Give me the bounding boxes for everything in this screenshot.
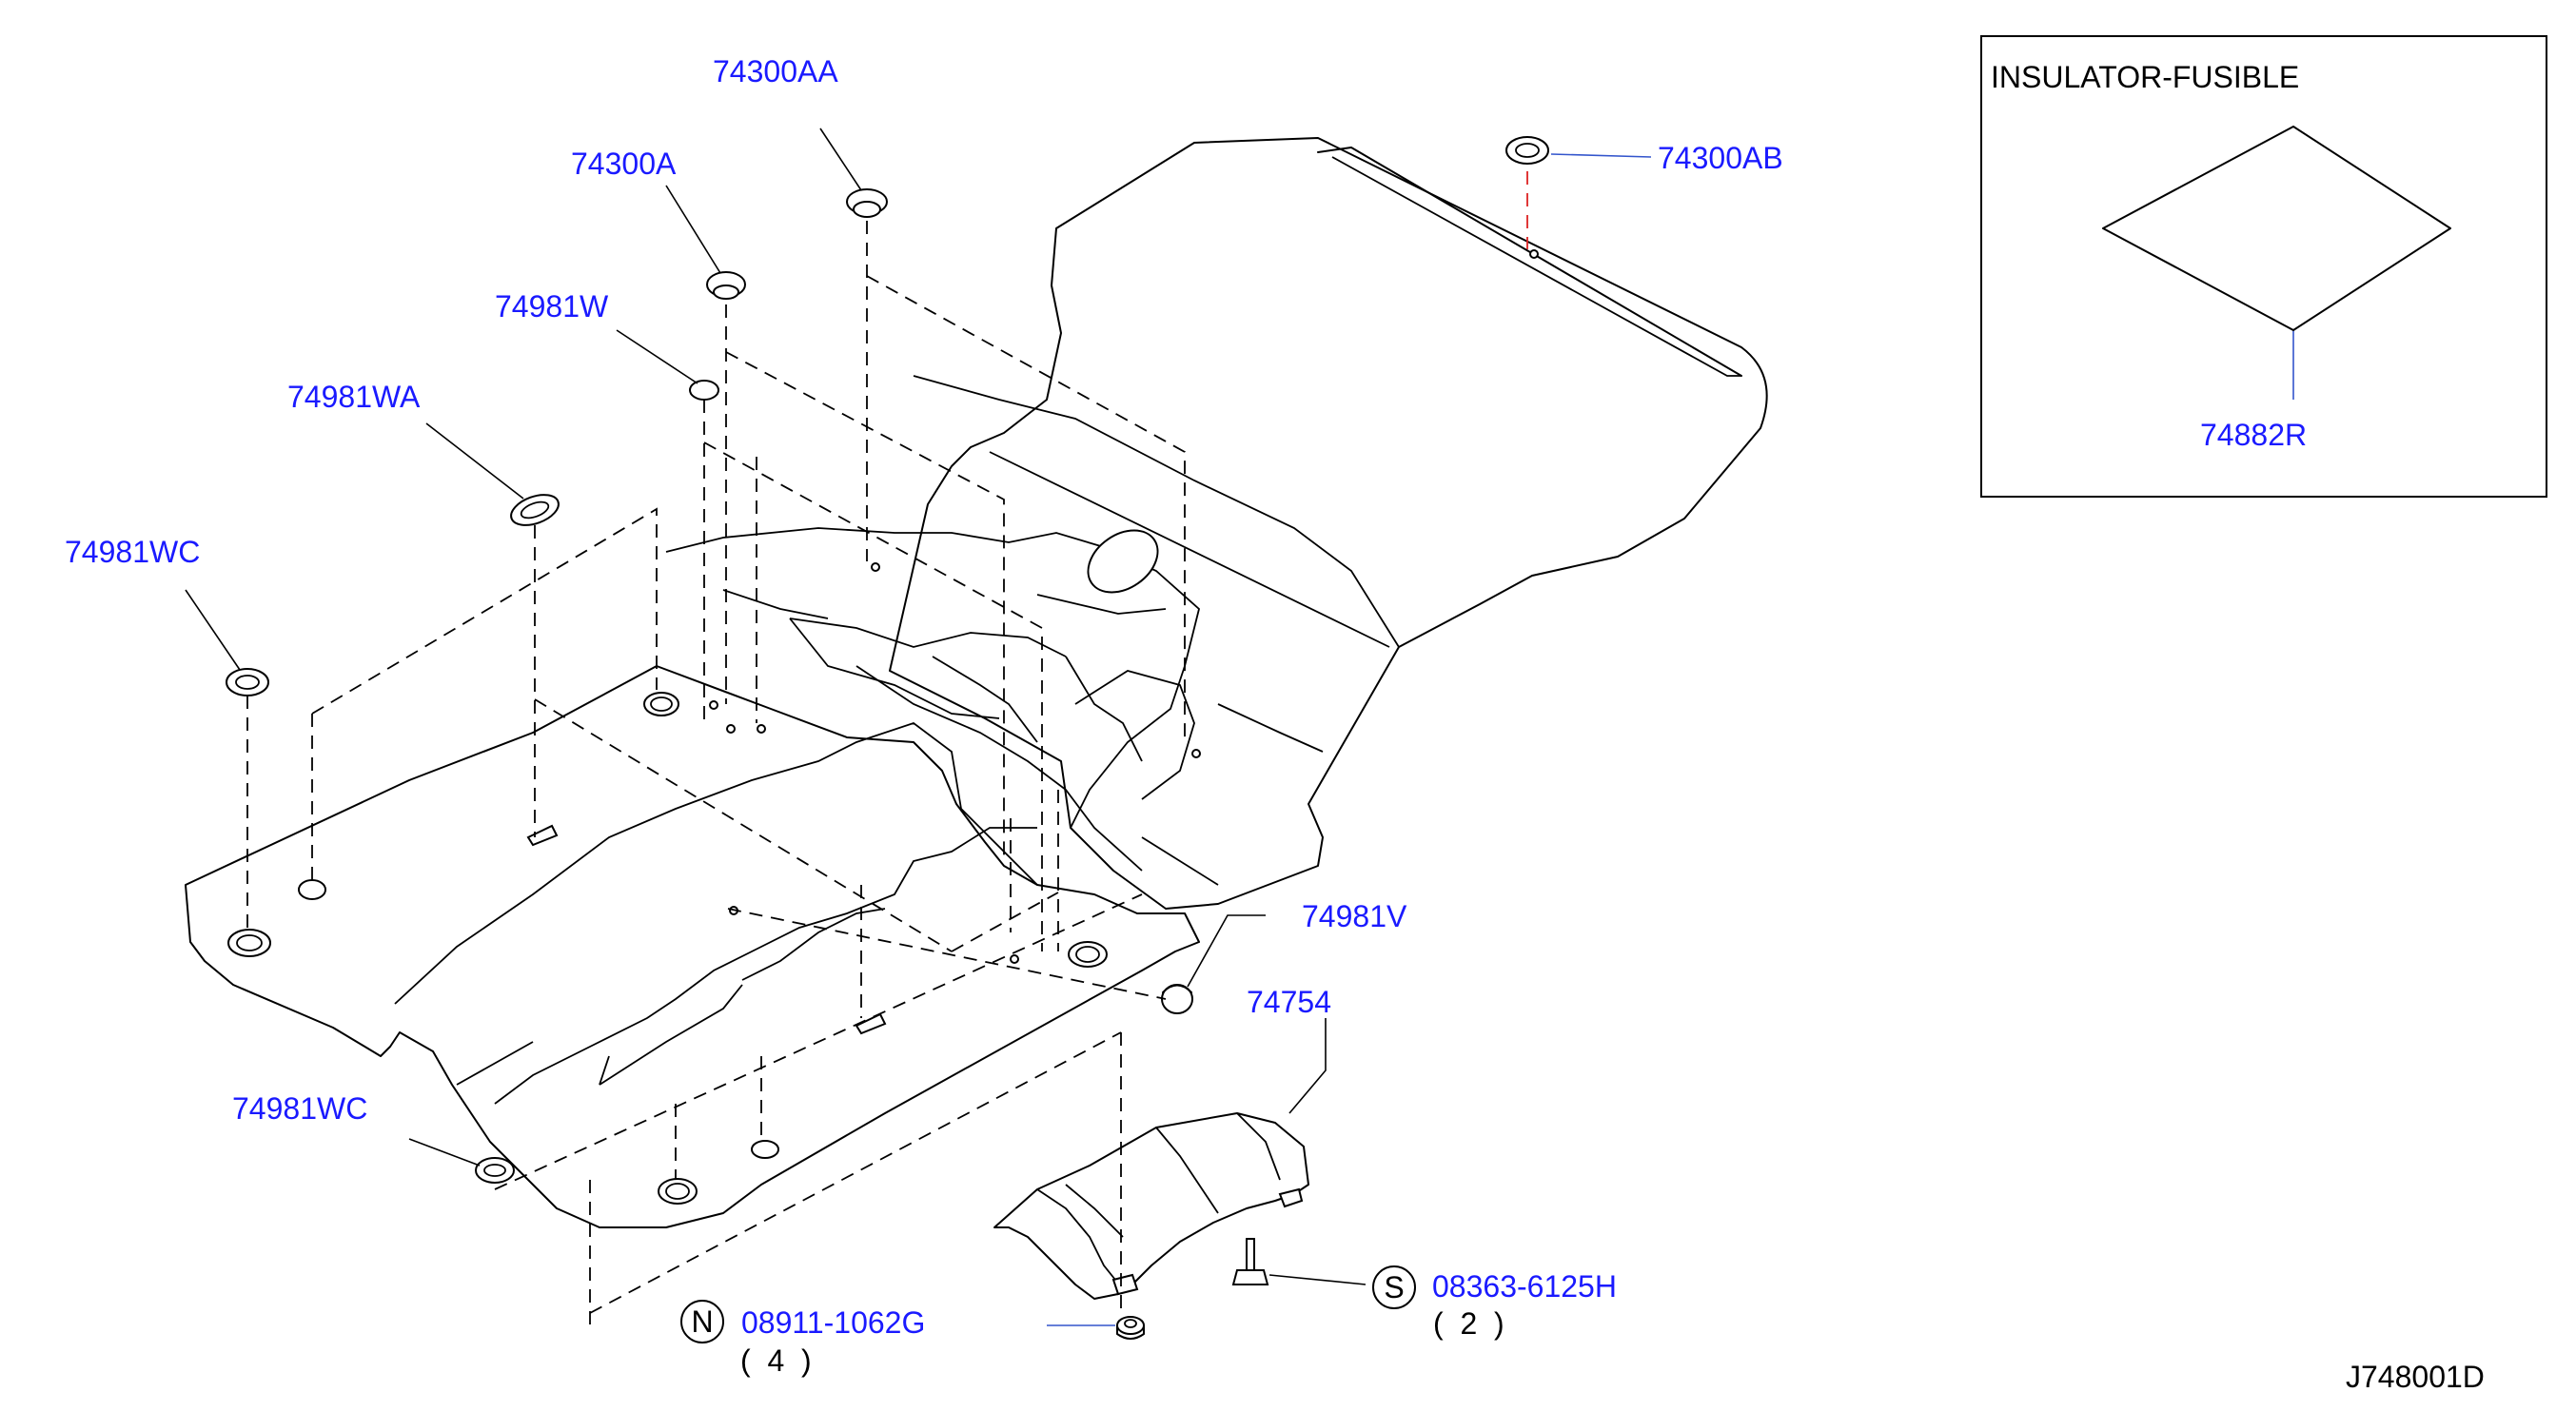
grommet-74981WC-top bbox=[226, 668, 269, 696]
part-label-74300A: 74300A bbox=[571, 147, 677, 181]
heat-shield-74754 bbox=[993, 1112, 1309, 1300]
rear-floor-insulator bbox=[889, 137, 1768, 910]
tunnel-insulator bbox=[665, 527, 1201, 872]
nut-quantity: ( 4 ) bbox=[740, 1343, 812, 1378]
part-label-74981V: 74981V bbox=[1302, 899, 1407, 933]
diagram-code: J748001D bbox=[2346, 1360, 2485, 1394]
part-label-74981W: 74981W bbox=[495, 289, 609, 324]
nut-symbol-circle bbox=[680, 1300, 724, 1343]
part-label-74300AA: 74300AA bbox=[713, 54, 838, 88]
plug-74300A bbox=[706, 271, 746, 300]
part-labels: 74300AA 74300A 74981W 74981WA 74981WC 74… bbox=[65, 54, 2485, 1394]
screw-symbol-circle bbox=[1372, 1265, 1416, 1309]
nut-08911 bbox=[1116, 1316, 1145, 1340]
plug-74300AA bbox=[846, 188, 888, 218]
front-floor-insulator bbox=[185, 249, 1539, 1228]
assembly-lines bbox=[246, 171, 1528, 1327]
part-label-08363-6125H: 08363-6125H bbox=[1432, 1269, 1617, 1304]
grommet-74981WC-bottom bbox=[475, 1157, 515, 1184]
screw-symbol: S bbox=[1384, 1270, 1404, 1304]
plug-74981V bbox=[1161, 984, 1193, 1014]
inset-title: INSULATOR-FUSIBLE bbox=[1991, 60, 2299, 94]
nut-symbol: N bbox=[691, 1304, 713, 1339]
part-label-74981WC-top: 74981WC bbox=[65, 535, 200, 569]
plug-74300AB bbox=[1505, 136, 1549, 165]
part-label-74882R: 74882R bbox=[2200, 418, 2307, 452]
part-label-74981WC-bottom: 74981WC bbox=[232, 1091, 367, 1126]
insulator-fusible-inset: INSULATOR-FUSIBLE 74882R bbox=[1980, 35, 2547, 498]
leader-lines bbox=[185, 127, 2294, 1326]
screw-quantity: ( 2 ) bbox=[1433, 1306, 1504, 1341]
part-label-74981WA: 74981WA bbox=[287, 380, 421, 414]
plug-74981W bbox=[689, 380, 719, 401]
part-label-74754: 74754 bbox=[1247, 985, 1331, 1019]
part-label-08911-1062G: 08911-1062G bbox=[741, 1305, 925, 1340]
grommet-74981WA bbox=[510, 494, 560, 526]
part-label-74300AB: 74300AB bbox=[1658, 141, 1783, 175]
bolt-08363 bbox=[1231, 1238, 1269, 1285]
